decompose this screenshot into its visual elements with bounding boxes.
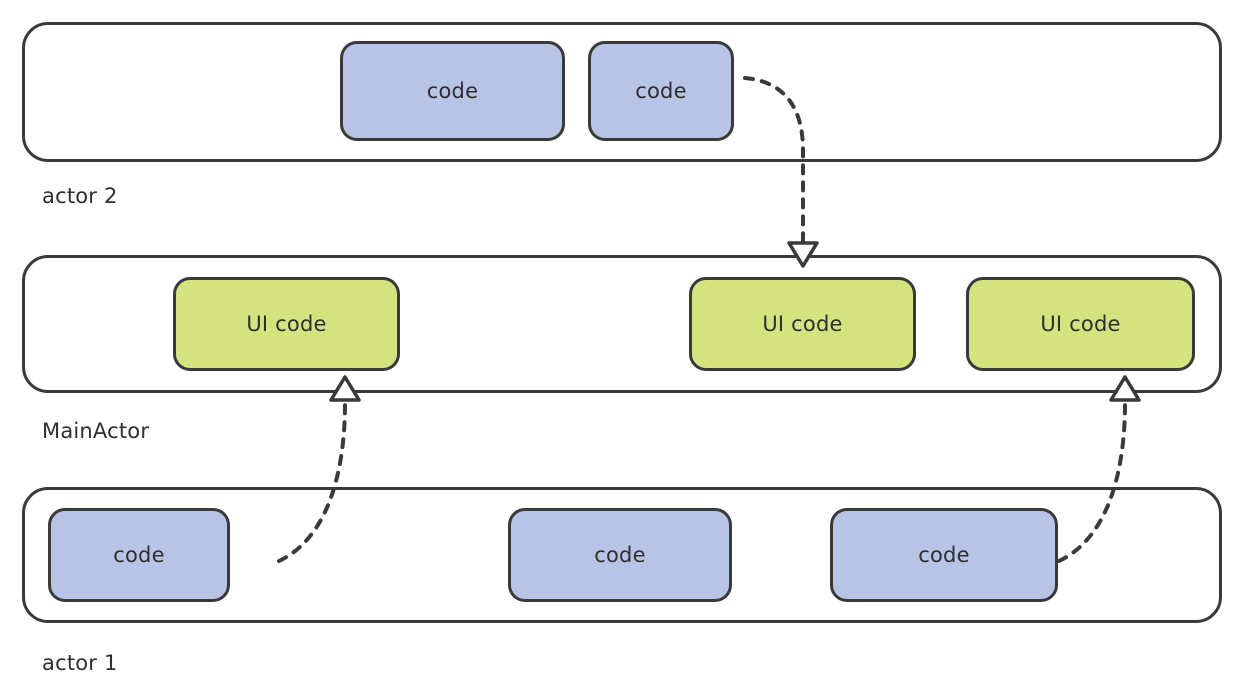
lane-label-actor-1: actor 1 (42, 651, 118, 675)
node-actor1-code-3[interactable]: code (830, 508, 1058, 602)
node-label: code (918, 543, 970, 567)
node-mainactor-ui-code-2[interactable]: UI code (689, 277, 916, 371)
lane-label-main-actor: MainActor (42, 419, 150, 443)
node-label: code (113, 543, 165, 567)
node-label: code (635, 79, 687, 103)
node-actor1-code-1[interactable]: code (48, 508, 230, 602)
node-mainactor-ui-code-1[interactable]: UI code (173, 277, 400, 371)
node-label: UI code (762, 312, 843, 336)
node-actor2-code-2[interactable]: code (588, 41, 734, 141)
node-actor1-code-2[interactable]: code (508, 508, 732, 602)
node-label: code (426, 79, 479, 103)
node-label: UI code (246, 312, 327, 336)
node-actor2-code-1[interactable]: code (340, 41, 565, 141)
lane-label-actor-2: actor 2 (42, 184, 118, 208)
node-mainactor-ui-code-3[interactable]: UI code (966, 277, 1195, 371)
node-label: code (594, 543, 646, 567)
node-label: UI code (1040, 312, 1121, 336)
